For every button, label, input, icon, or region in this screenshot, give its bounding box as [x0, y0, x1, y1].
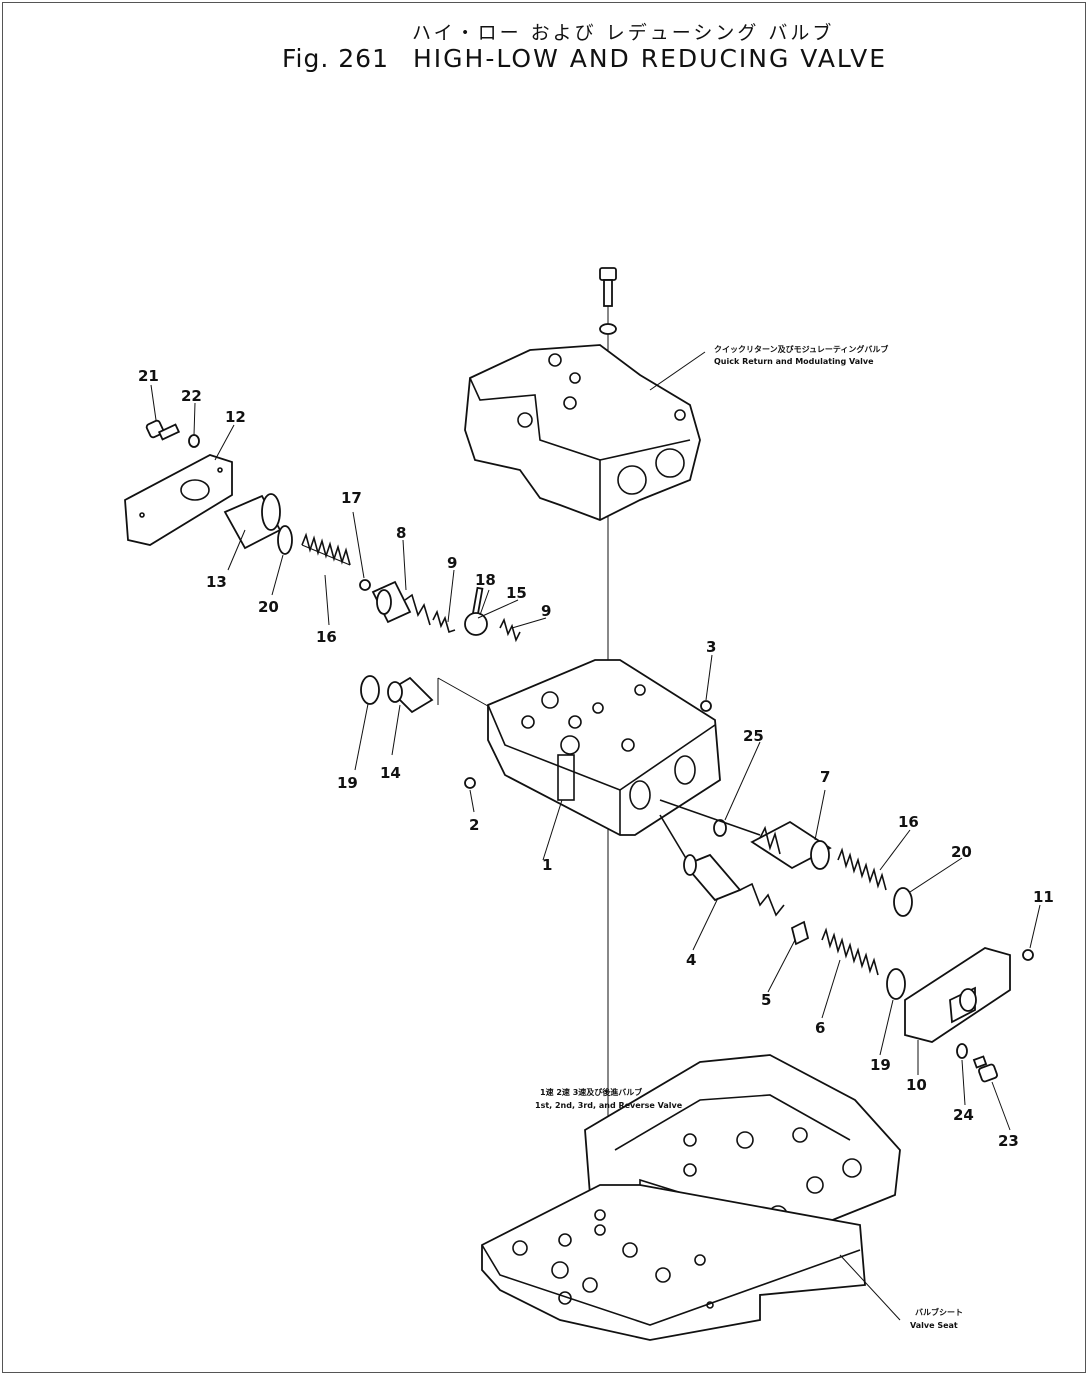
callout-21: 21 [138, 367, 159, 385]
o-ring-19-right [886, 968, 906, 1000]
figure-title: HIGH-LOW AND REDUCING VALVE [413, 44, 887, 73]
o-ring-25 [713, 819, 727, 837]
spool-7 [659, 799, 832, 870]
mounting-bolt [599, 267, 617, 335]
plug-5 [790, 920, 810, 946]
callout-5: 5 [761, 991, 771, 1009]
callout-25: 25 [743, 727, 764, 745]
piston-14 [387, 676, 434, 714]
spring-6 [821, 927, 879, 976]
spring-9-lower [499, 617, 521, 643]
callout-18: 18 [475, 571, 496, 589]
leader-top-valve [649, 351, 706, 391]
o-ring-19-left [360, 675, 380, 705]
callout-15: 15 [506, 584, 527, 602]
callout-leaders [150, 384, 1041, 1131]
seat-label-jp: バルブシート [915, 1307, 963, 1317]
figure-number: Fig. 261 [282, 44, 389, 73]
seat-label-en: Valve Seat [910, 1321, 958, 1330]
callout-23: 23 [998, 1132, 1019, 1150]
callout-7: 7 [820, 768, 830, 786]
o-ring-20-upper [277, 525, 293, 555]
mid-valve-label-en: 1st, 2nd, 3rd, and Reverse Valve [535, 1101, 683, 1110]
cover-plate-10 [904, 947, 1011, 1043]
spool-8 [371, 580, 431, 626]
mid-valve-label-jp: 1速 2速 3速及び後進バルブ [540, 1087, 642, 1097]
callout-24: 24 [953, 1106, 974, 1124]
spring-16-lower [837, 847, 887, 891]
callout-13: 13 [206, 573, 227, 591]
callout-14: 14 [380, 764, 401, 782]
top-valve-label-en: Quick Return and Modulating Valve [714, 357, 874, 366]
callout-22: 22 [181, 387, 202, 405]
valve-seat [481, 1184, 866, 1341]
callout-20b: 20 [951, 843, 972, 861]
spring-9-upper [432, 609, 456, 634]
callout-16a: 16 [316, 628, 337, 646]
callout-3: 3 [706, 638, 716, 656]
washer-24 [956, 1043, 968, 1059]
callout-20a: 20 [258, 598, 279, 616]
callout-6: 6 [815, 1019, 825, 1037]
bolt-23 [972, 1055, 998, 1083]
top-valve-label-jp: クイックリターン及びモジュレーティングバルブ [714, 344, 888, 354]
plug-2 [464, 777, 476, 789]
callout-10: 10 [906, 1076, 927, 1094]
washer-22 [188, 434, 200, 448]
ball-17 [359, 579, 371, 591]
title-japanese: ハイ・ロー および レデューシング バルブ [412, 22, 835, 44]
bolt-21 [145, 419, 181, 441]
callout-19b: 19 [870, 1056, 891, 1074]
quick-return-valve-body [464, 344, 701, 521]
callout-1: 1 [542, 856, 552, 874]
alignment-line-left [437, 677, 496, 711]
main-valve-body [487, 659, 721, 836]
plug-3 [700, 700, 712, 712]
callout-11: 11 [1033, 888, 1054, 906]
cover-plate-12 [124, 454, 233, 546]
callout-16b: 16 [898, 813, 919, 831]
callout-2: 2 [469, 816, 479, 834]
spool-4 [659, 814, 785, 917]
part-callouts: 1 2 3 4 5 6 7 8 9 9 10 11 12 13 14 15 16… [138, 367, 1054, 1150]
callout-8: 8 [396, 524, 406, 542]
plug-11 [1022, 949, 1034, 961]
spring-16-upper [301, 532, 351, 566]
leader-valve-seat [839, 1254, 901, 1321]
sleeve-13 [223, 493, 282, 550]
callout-12: 12 [225, 408, 246, 426]
callout-9a: 9 [447, 554, 457, 572]
callout-4: 4 [686, 951, 696, 969]
callout-9b: 9 [541, 602, 551, 620]
callout-19a: 19 [337, 774, 358, 792]
callout-17: 17 [341, 489, 362, 507]
plug-15 [464, 612, 488, 636]
o-ring-20-lower [893, 887, 913, 917]
